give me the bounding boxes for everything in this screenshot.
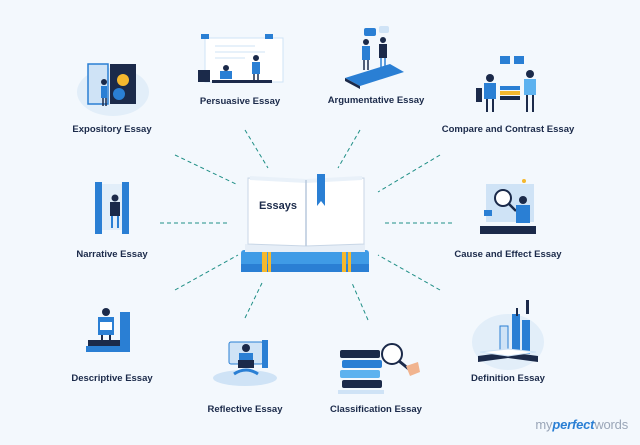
label-descriptive: Descriptive Essay bbox=[71, 373, 153, 384]
label-argumentative: Argumentative Essay bbox=[327, 95, 425, 106]
presentation-figures-icon bbox=[198, 34, 284, 83]
connector-definition bbox=[377, 254, 441, 291]
open-book-figure-icon bbox=[77, 63, 149, 116]
connectors bbox=[160, 129, 455, 321]
chart-book-icon bbox=[472, 300, 544, 370]
center-title: Essays bbox=[259, 200, 297, 212]
label-cause: Cause and Effect Essay bbox=[454, 249, 562, 260]
sorted-books-icon bbox=[338, 343, 420, 394]
connector-reflective bbox=[244, 282, 263, 319]
brand-logo: myperfectwords bbox=[535, 417, 628, 432]
label-persuasive: Persuasive Essay bbox=[199, 96, 281, 107]
connector-persuasive bbox=[244, 129, 269, 169]
label-narrative: Narrative Essay bbox=[76, 249, 148, 260]
debating-figures-icon bbox=[345, 26, 404, 89]
comparing-figures-icon bbox=[476, 56, 536, 112]
magnifier-figure-icon bbox=[480, 179, 536, 234]
connector-classification bbox=[351, 282, 369, 321]
center-book-icon bbox=[241, 174, 369, 272]
bookstack-figure-icon bbox=[86, 308, 130, 352]
brand-part-my: my bbox=[535, 417, 553, 432]
doorway-figure-icon bbox=[95, 182, 129, 234]
connector-expository bbox=[174, 154, 239, 186]
label-reflective: Reflective Essay bbox=[207, 404, 283, 415]
label-expository: Expository Essay bbox=[72, 124, 152, 135]
label-definition: Definition Essay bbox=[471, 373, 545, 384]
brand-part-perfect: perfect bbox=[552, 417, 595, 432]
connector-descriptive bbox=[174, 254, 239, 291]
laptop-figure-icon bbox=[213, 340, 277, 386]
connector-argumentative bbox=[337, 129, 361, 169]
connector-compare bbox=[377, 154, 441, 193]
label-compare: Compare and Contrast Essay bbox=[441, 124, 575, 135]
label-classification: Classification Essay bbox=[330, 404, 422, 415]
brand-part-words: words bbox=[594, 417, 628, 432]
